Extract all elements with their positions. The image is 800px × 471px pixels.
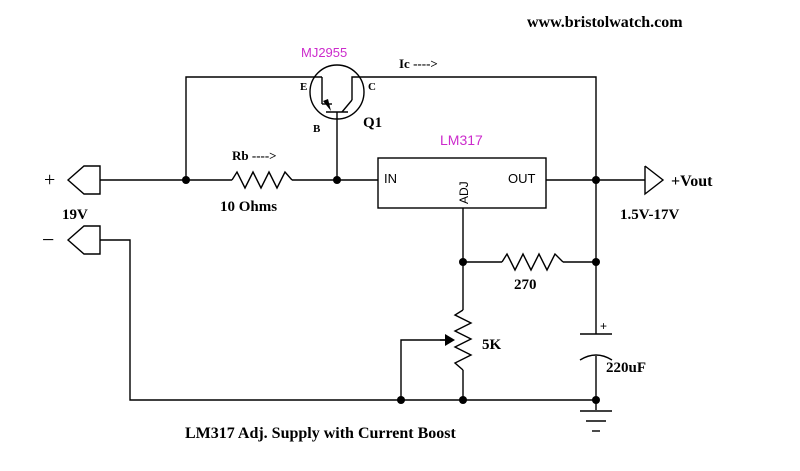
vout-label: +Vout xyxy=(671,173,713,190)
ic-current-label: Ic ----> xyxy=(399,56,438,71)
potentiometer-5k xyxy=(453,309,473,371)
transistor-q1 xyxy=(309,64,365,122)
vout-range-label: 1.5V-17V xyxy=(620,207,679,223)
capacitor-220uf xyxy=(579,333,613,361)
transistor-part-label: MJ2955 xyxy=(301,45,347,60)
lm317-regulator xyxy=(377,157,547,209)
regulator-adj-pin: ADJ xyxy=(457,181,471,204)
transistor-ref-label: Q1 xyxy=(363,115,382,131)
input-minus-terminal xyxy=(66,225,101,255)
resistor-270-value: 270 xyxy=(514,277,537,293)
base-resistor-value: 10 Ohms xyxy=(220,199,277,215)
input-plus-terminal xyxy=(66,165,101,195)
input-voltage-label: 19V xyxy=(62,207,88,223)
rb-current-label: Rb ----> xyxy=(232,148,277,163)
input-minus-sign: − xyxy=(42,227,54,252)
base-resistor xyxy=(231,170,293,190)
regulator-part-label: LM317 xyxy=(440,132,483,148)
website-url: www.bristolwatch.com xyxy=(527,14,683,31)
emitter-label: E xyxy=(300,81,307,93)
collector-label: C xyxy=(368,81,376,93)
capacitor-value: 220uF xyxy=(606,360,646,376)
base-label: B xyxy=(313,123,321,135)
regulator-in-pin: IN xyxy=(384,171,397,186)
resistor-270 xyxy=(501,252,564,272)
ground-icon xyxy=(580,410,612,432)
input-plus-sign: + xyxy=(44,169,55,191)
output-terminal xyxy=(644,165,665,196)
regulator-out-pin: OUT xyxy=(508,171,536,186)
pot-value: 5K xyxy=(482,337,502,353)
diagram-title: LM317 Adj. Supply with Current Boost xyxy=(185,425,457,442)
capacitor-polarity: + xyxy=(600,319,607,333)
junction-dots xyxy=(182,176,600,404)
pot-wiper-arrow xyxy=(445,334,455,346)
